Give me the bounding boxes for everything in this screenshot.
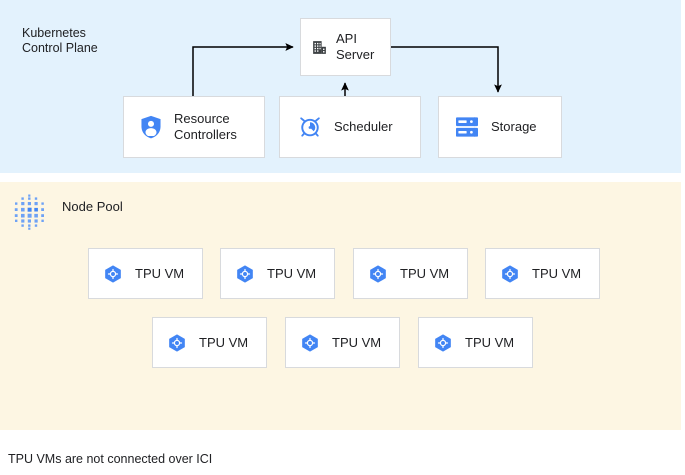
alarm-clock-icon (298, 115, 322, 139)
server-rack-icon (455, 116, 479, 138)
tpu-vm-node[interactable]: TPU VM (353, 248, 468, 299)
storage-label: Storage (491, 119, 537, 134)
tpu-vm-label: TPU VM (532, 265, 582, 281)
tpu-vm-node[interactable]: TPU VM (485, 248, 600, 299)
scheduler-node[interactable]: Scheduler (279, 96, 421, 158)
tpu-vm-label: TPU VM (135, 265, 185, 281)
tpu-vm-node[interactable]: TPU VM (152, 317, 267, 368)
tpu-vm-label: TPU VM (199, 334, 249, 350)
storage-node[interactable]: Storage (438, 96, 562, 158)
resource-controllers-label: Resource Controllers (174, 111, 237, 142)
control-plane-title: Kubernetes Control Plane (22, 26, 98, 55)
tpu-vm-label: TPU VM (332, 334, 382, 350)
hexagon-gear-icon (500, 264, 520, 284)
tpu-vm-node[interactable]: TPU VM (88, 248, 203, 299)
hexagon-gear-icon (433, 333, 453, 353)
tpu-vm-label: TPU VM (267, 265, 317, 281)
tpu-vm-label: TPU VM (400, 265, 450, 281)
tpu-vm-node[interactable]: TPU VM (285, 317, 400, 368)
node-pool-title: Node Pool (62, 199, 123, 214)
diagram-caption: TPU VMs are not connected over ICI (8, 452, 213, 466)
api-server-label: API Server (336, 31, 375, 62)
hexagon-gear-icon (368, 264, 388, 284)
tpu-vm-node[interactable]: TPU VM (220, 248, 335, 299)
dot-grid-icon (10, 193, 50, 231)
resource-controllers-node[interactable]: Resource Controllers (123, 96, 265, 158)
tpu-vm-label: TPU VM (465, 334, 515, 350)
hexagon-gear-icon (167, 333, 187, 353)
hexagon-gear-icon (103, 264, 123, 284)
hexagon-gear-icon (300, 333, 320, 353)
node-pool-panel (0, 182, 681, 430)
scheduler-label: Scheduler (334, 119, 393, 134)
building-icon (311, 39, 328, 56)
hexagon-gear-icon (235, 264, 255, 284)
shield-person-icon (140, 115, 162, 139)
tpu-vm-node[interactable]: TPU VM (418, 317, 533, 368)
api-server-node[interactable]: API Server (300, 18, 391, 76)
